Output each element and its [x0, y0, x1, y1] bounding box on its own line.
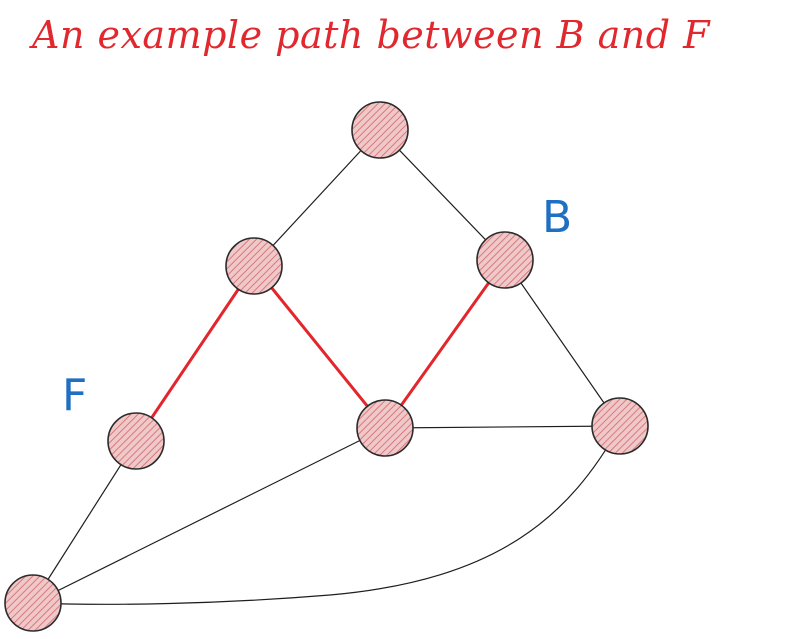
node-top	[351, 101, 409, 159]
node-b	[476, 231, 534, 289]
edges	[32, 129, 621, 605]
edge-top-b	[379, 129, 506, 261]
edge-b-right	[504, 259, 621, 427]
edge-mid-left-f-highlighted	[134, 264, 256, 443]
node-label-f: F	[62, 370, 87, 421]
edge-right-bottom-left	[32, 425, 621, 605]
edge-center-right	[384, 425, 621, 429]
edge-center-bottom-left	[32, 427, 386, 604]
edge-b-center-highlighted	[383, 258, 507, 430]
edge-f-bottom-left	[32, 440, 137, 604]
node-label-b: B	[542, 192, 572, 243]
node-right	[591, 397, 649, 455]
node-mid-left	[225, 237, 283, 295]
node-center	[356, 399, 414, 457]
node-bottom-left	[4, 574, 62, 632]
node-f	[107, 412, 165, 470]
nodes	[4, 101, 649, 632]
edge-mid-left-center-highlighted	[252, 264, 387, 430]
diagram-title: An example path between B and F	[29, 13, 711, 57]
edge-top-mid-left	[253, 129, 381, 267]
